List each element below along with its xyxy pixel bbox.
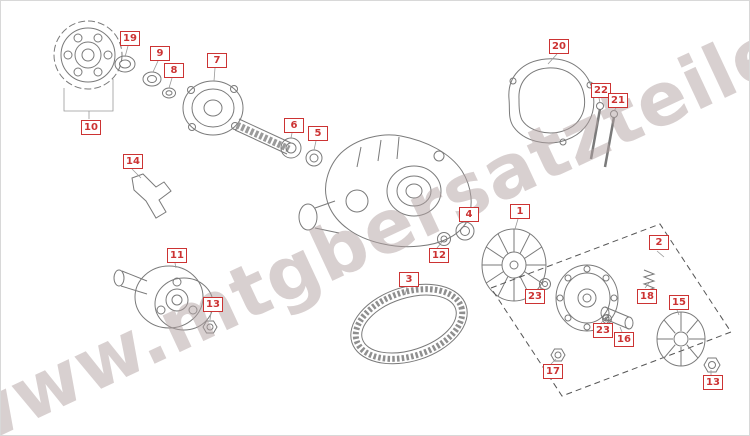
callout-6: 6 xyxy=(284,118,304,133)
drive-belt-3-part xyxy=(350,283,468,365)
roller-12-part xyxy=(437,232,451,246)
crankcase-cover-20-part xyxy=(508,58,595,146)
callout-21: 21 xyxy=(608,93,628,108)
callout-19: 19 xyxy=(120,31,140,46)
clutch-drum-part xyxy=(53,20,123,90)
circlip-8-part xyxy=(162,87,176,99)
callout-18: 18 xyxy=(637,289,657,304)
callout-9: 9 xyxy=(150,46,170,61)
callout-5: 5 xyxy=(308,126,328,141)
fan-15-part xyxy=(656,311,706,367)
callout-11: 11 xyxy=(167,248,187,263)
callout-16: 16 xyxy=(614,332,634,347)
nut-13-right-part xyxy=(703,357,721,373)
variator-assembly-box xyxy=(490,223,732,397)
callout-7: 7 xyxy=(207,53,227,68)
washer-19-part xyxy=(114,55,136,73)
callout-22: 22 xyxy=(591,83,611,98)
spring-18-part xyxy=(642,269,656,292)
oil-seal-9-part xyxy=(142,71,162,87)
washer-5-part xyxy=(305,149,323,167)
callout-17: 17 xyxy=(543,364,563,379)
spacer-16-part xyxy=(600,306,634,330)
bearing-4-part xyxy=(455,221,475,241)
callout-1: 1 xyxy=(510,204,530,219)
callout-13-right: 13 xyxy=(703,375,723,390)
callout-10: 10 xyxy=(81,120,101,135)
washer-23-a-part xyxy=(539,278,551,290)
callout-14: 14 xyxy=(123,154,143,169)
nut-13-left-part xyxy=(202,320,218,334)
clutch-housing-7-part xyxy=(182,80,292,155)
bolt-21-part xyxy=(603,110,618,168)
callout-23-a: 23 xyxy=(525,289,545,304)
crankcase-part xyxy=(298,134,472,248)
callout-23-b: 23 xyxy=(593,323,613,338)
callout-12: 12 xyxy=(429,248,449,263)
shift-fork-14-part xyxy=(131,173,172,219)
callout-2: 2 xyxy=(649,235,669,250)
variator-drum-part xyxy=(555,264,619,332)
nut-17-part xyxy=(550,348,566,362)
callout-3: 3 xyxy=(399,272,419,287)
secondary-sheave-11-part xyxy=(113,265,214,331)
callout-8: 8 xyxy=(164,63,184,78)
callout-4: 4 xyxy=(459,207,479,222)
callout-15: 15 xyxy=(669,295,689,310)
driven-face-1-part xyxy=(481,228,547,302)
callout-13-left: 13 xyxy=(203,297,223,312)
callout-20: 20 xyxy=(549,39,569,54)
